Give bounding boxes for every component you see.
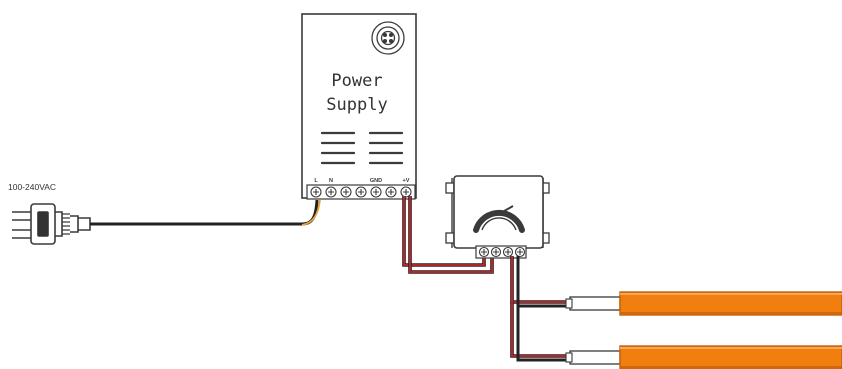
dimmer-controller xyxy=(445,175,550,259)
terminal-label-gnd: GND xyxy=(370,178,382,184)
power-supply: Power Supply L N GND +V xyxy=(301,13,417,200)
psu-output-wires xyxy=(402,196,494,274)
power-supply-label-line2: Supply xyxy=(326,95,387,115)
led-strip-2 xyxy=(565,345,842,369)
dimmer-terminals xyxy=(478,246,526,258)
power-supply-label-line1: Power xyxy=(331,71,382,91)
terminal-label-l: L xyxy=(314,178,318,184)
voltage-label: 100-240VAC xyxy=(8,182,56,192)
dimmer-output-wires xyxy=(510,256,572,362)
fan-icon xyxy=(371,21,405,55)
led-strip-1 xyxy=(565,291,842,316)
ac-cable xyxy=(90,199,321,226)
dimmer-knob-icon xyxy=(473,205,525,233)
vent-slots xyxy=(320,131,404,165)
terminal-label-vplus: +V xyxy=(403,178,410,184)
terminal-label-n: N xyxy=(329,178,333,184)
screw-terminals xyxy=(310,186,412,198)
ac-plug: 100-240VAC xyxy=(8,182,91,245)
